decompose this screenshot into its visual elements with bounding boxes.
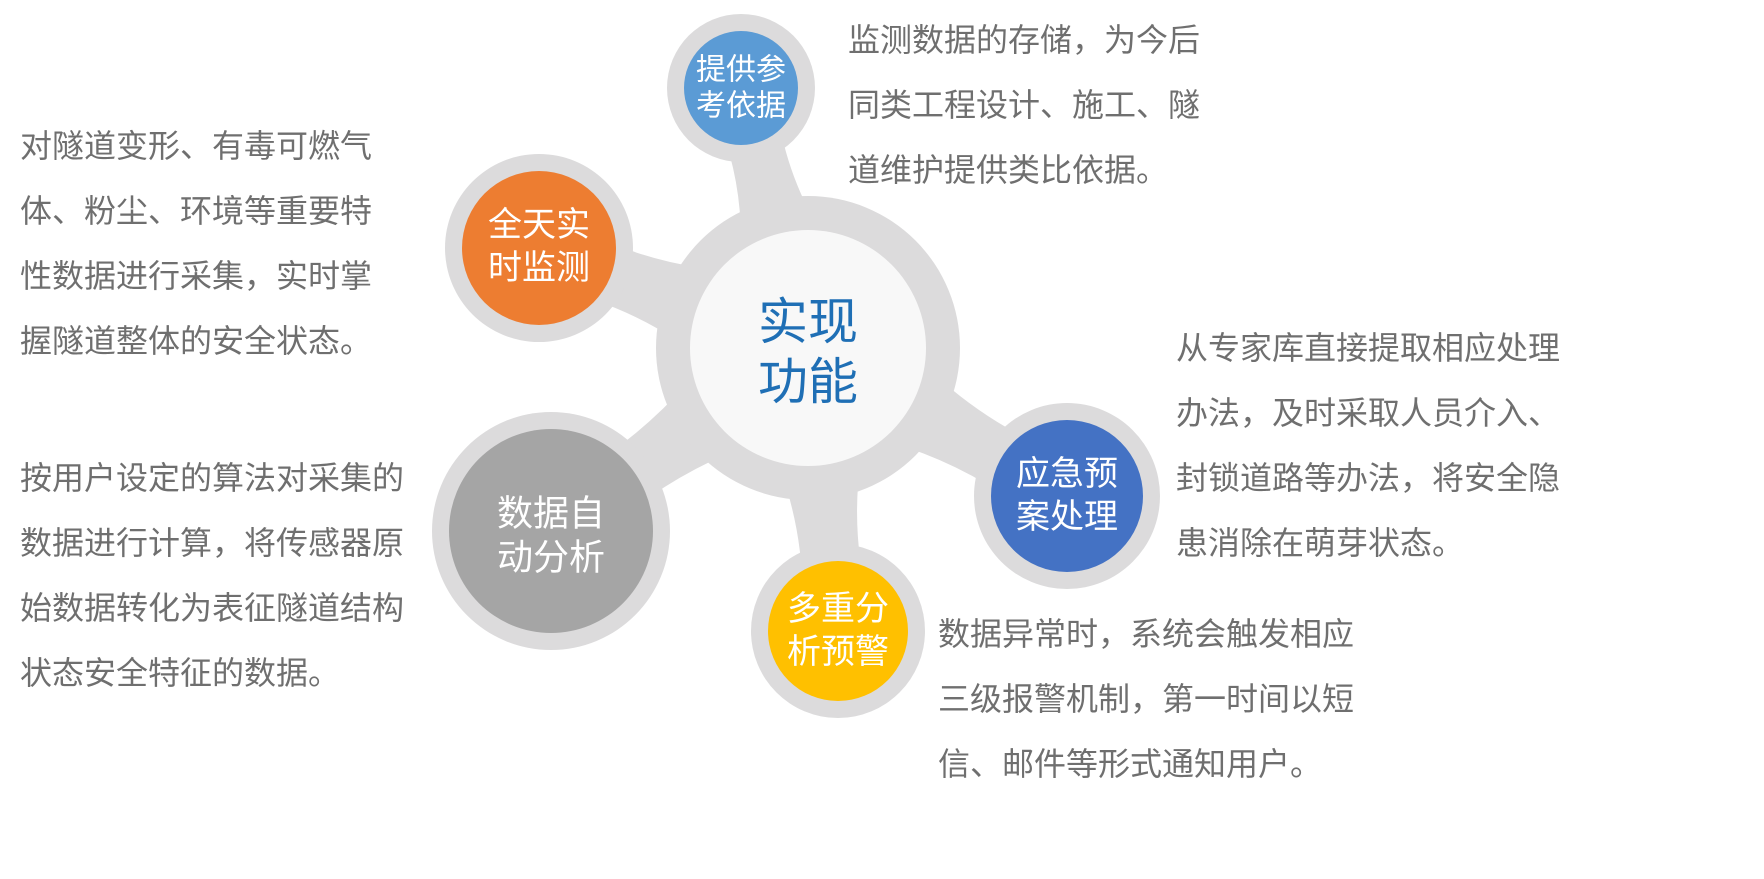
analysis-description-line: 始数据转化为表征隧道结构 bbox=[20, 589, 405, 627]
node-emergency-label-line-2: 案处理 bbox=[1016, 497, 1118, 537]
warning-description-line: 信、邮件等形式通知用户。 bbox=[938, 745, 1323, 783]
node-analysis-circle bbox=[449, 429, 653, 633]
monitoring-description: 对隧道变形、有毒可燃气 体、粉尘、环境等重要特 性数据进行采集，实时掌 握隧道整… bbox=[20, 114, 372, 374]
warning-description: 数据异常时，系统会触发相应 三级报警机制，第一时间以短 信、邮件等形式通知用户。 bbox=[938, 602, 1354, 797]
analysis-description-line: 状态安全特征的数据。 bbox=[20, 654, 341, 692]
node-monitoring: 全天实 时监测 bbox=[462, 171, 616, 325]
node-emergency: 应急预 案处理 bbox=[991, 420, 1143, 572]
node-monitoring-circle bbox=[462, 171, 616, 325]
reference-description-line: 同类工程设计、施工、隧 bbox=[848, 86, 1201, 124]
emergency-description-line: 办法，及时采取人员介入、 bbox=[1176, 394, 1561, 432]
emergency-description-line: 从专家库直接提取相应处理 bbox=[1176, 329, 1561, 367]
center-label-line-1: 实现 bbox=[758, 293, 858, 351]
analysis-description: 按用户设定的算法对采集的 数据进行计算，将传感器原 始数据转化为表征隧道结构 状… bbox=[20, 446, 404, 706]
reference-description-line: 监测数据的存储，为今后 bbox=[848, 21, 1201, 59]
node-emergency-circle bbox=[991, 420, 1143, 572]
emergency-description-line: 封锁道路等办法，将安全隐 bbox=[1176, 459, 1561, 497]
center-circle bbox=[690, 230, 926, 466]
node-emergency-label-line-1: 应急预 bbox=[1016, 454, 1118, 494]
node-analysis-label-line-1: 数据自 bbox=[497, 494, 605, 535]
node-reference-label-line-1: 提供参 bbox=[696, 53, 786, 88]
analysis-description-line: 数据进行计算，将传感器原 bbox=[20, 524, 405, 562]
monitoring-description-line: 对隧道变形、有毒可燃气 bbox=[20, 127, 373, 165]
monitoring-description-line: 体、粉尘、环境等重要特 bbox=[20, 192, 373, 230]
emergency-description-line: 患消除在萌芽状态。 bbox=[1176, 524, 1465, 562]
node-monitoring-label-line-2: 时监测 bbox=[488, 248, 590, 288]
node-reference-circle bbox=[684, 31, 798, 145]
monitoring-description-line: 握隧道整体的安全状态。 bbox=[20, 322, 373, 360]
node-warning: 多重分 析预警 bbox=[768, 561, 908, 701]
node-warning-label-line-2: 析预警 bbox=[787, 632, 889, 672]
node-warning-label-line-1: 多重分 bbox=[787, 589, 889, 629]
warning-description-line: 三级报警机制，第一时间以短 bbox=[938, 680, 1355, 718]
reference-description-line: 道维护提供类比依据。 bbox=[848, 151, 1169, 189]
reference-description: 监测数据的存储，为今后 同类工程设计、施工、隧 道维护提供类比依据。 bbox=[848, 8, 1200, 203]
warning-description-line: 数据异常时，系统会触发相应 bbox=[938, 615, 1355, 653]
node-reference-label-line-2: 考依据 bbox=[696, 89, 786, 124]
node-analysis: 数据自 动分析 bbox=[449, 429, 653, 633]
analysis-description-line: 按用户设定的算法对采集的 bbox=[20, 459, 405, 497]
node-monitoring-label-line-1: 全天实 bbox=[488, 205, 590, 245]
node-reference: 提供参 考依据 bbox=[684, 31, 798, 145]
emergency-description: 从专家库直接提取相应处理 办法，及时采取人员介入、 封锁道路等办法，将安全隐 患… bbox=[1176, 316, 1560, 576]
node-analysis-label-line-2: 动分析 bbox=[497, 538, 605, 579]
monitoring-description-line: 性数据进行采集，实时掌 bbox=[20, 257, 373, 295]
center-label-line-2: 功能 bbox=[758, 353, 858, 411]
node-warning-circle bbox=[768, 561, 908, 701]
